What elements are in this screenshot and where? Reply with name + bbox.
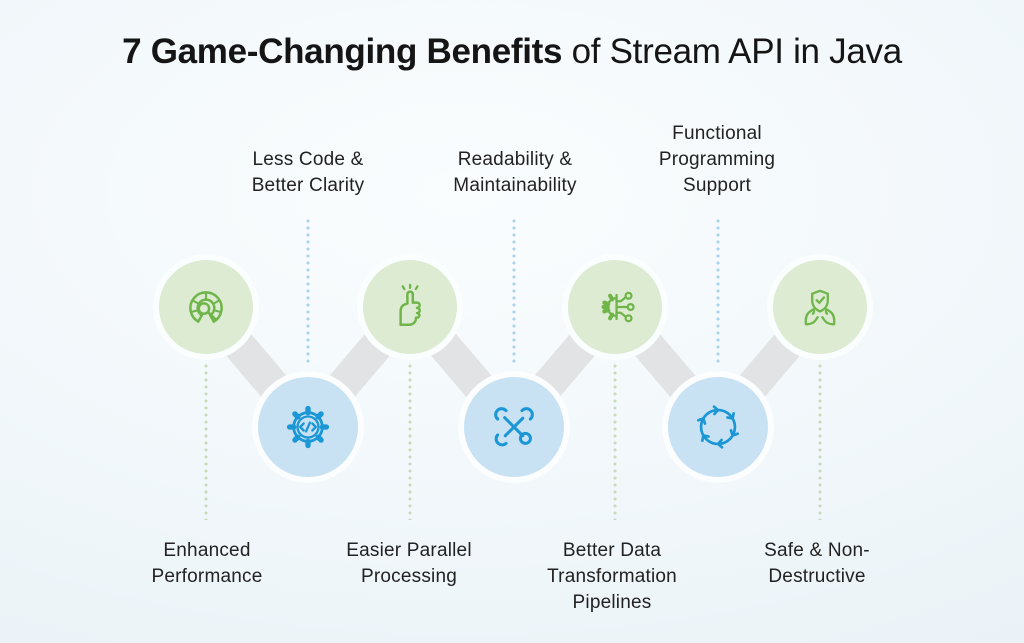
benefit-label-readability: Readability & Maintainability — [453, 149, 577, 196]
pointing-hand-icon — [399, 283, 421, 326]
benefit-node-data-transformation — [562, 254, 668, 360]
benefit-label-enhanced-performance: Enhanced Performance — [151, 540, 263, 587]
gear-pipeline-icon — [601, 291, 635, 323]
page-title-bold: 7 Game-Changing Benefits — [122, 32, 563, 71]
benefit-node-less-code — [252, 371, 364, 483]
dotted-line — [818, 363, 822, 520]
dotted-line — [613, 363, 617, 520]
dotted-line — [512, 218, 516, 366]
dotted-line — [408, 363, 412, 520]
benefit-node-functional-programming — [662, 371, 774, 483]
page-title: 7 Game-Changing Benefits of Stream API i… — [0, 30, 1024, 74]
benefit-node-enhanced-performance — [153, 254, 259, 360]
benefit-label-data-transformation: Better Data Transformation Pipelines — [547, 540, 677, 613]
crossed-wrenches-icon — [494, 407, 534, 447]
speedometer-icon — [189, 291, 223, 323]
dotted-line — [204, 363, 208, 520]
dotted-line — [716, 218, 720, 366]
benefit-node-safe — [767, 254, 873, 360]
page-title-regular: of Stream API in Java — [562, 32, 903, 71]
benefit-label-safe: Safe & Non- Destructive — [764, 540, 870, 587]
interlocked-hands-icon — [697, 405, 739, 449]
benefit-node-parallel-processing — [357, 254, 463, 360]
benefit-label-parallel-processing: Easier Parallel Processing — [346, 540, 472, 587]
benefit-label-less-code: Less Code & Better Clarity — [251, 149, 365, 196]
dotted-line — [306, 218, 310, 366]
shield-hands-icon — [804, 289, 836, 326]
benefit-label-functional-programming: Functional Programming Support — [658, 123, 776, 196]
benefit-node-readability — [458, 371, 570, 483]
gear-code-icon — [286, 405, 330, 449]
